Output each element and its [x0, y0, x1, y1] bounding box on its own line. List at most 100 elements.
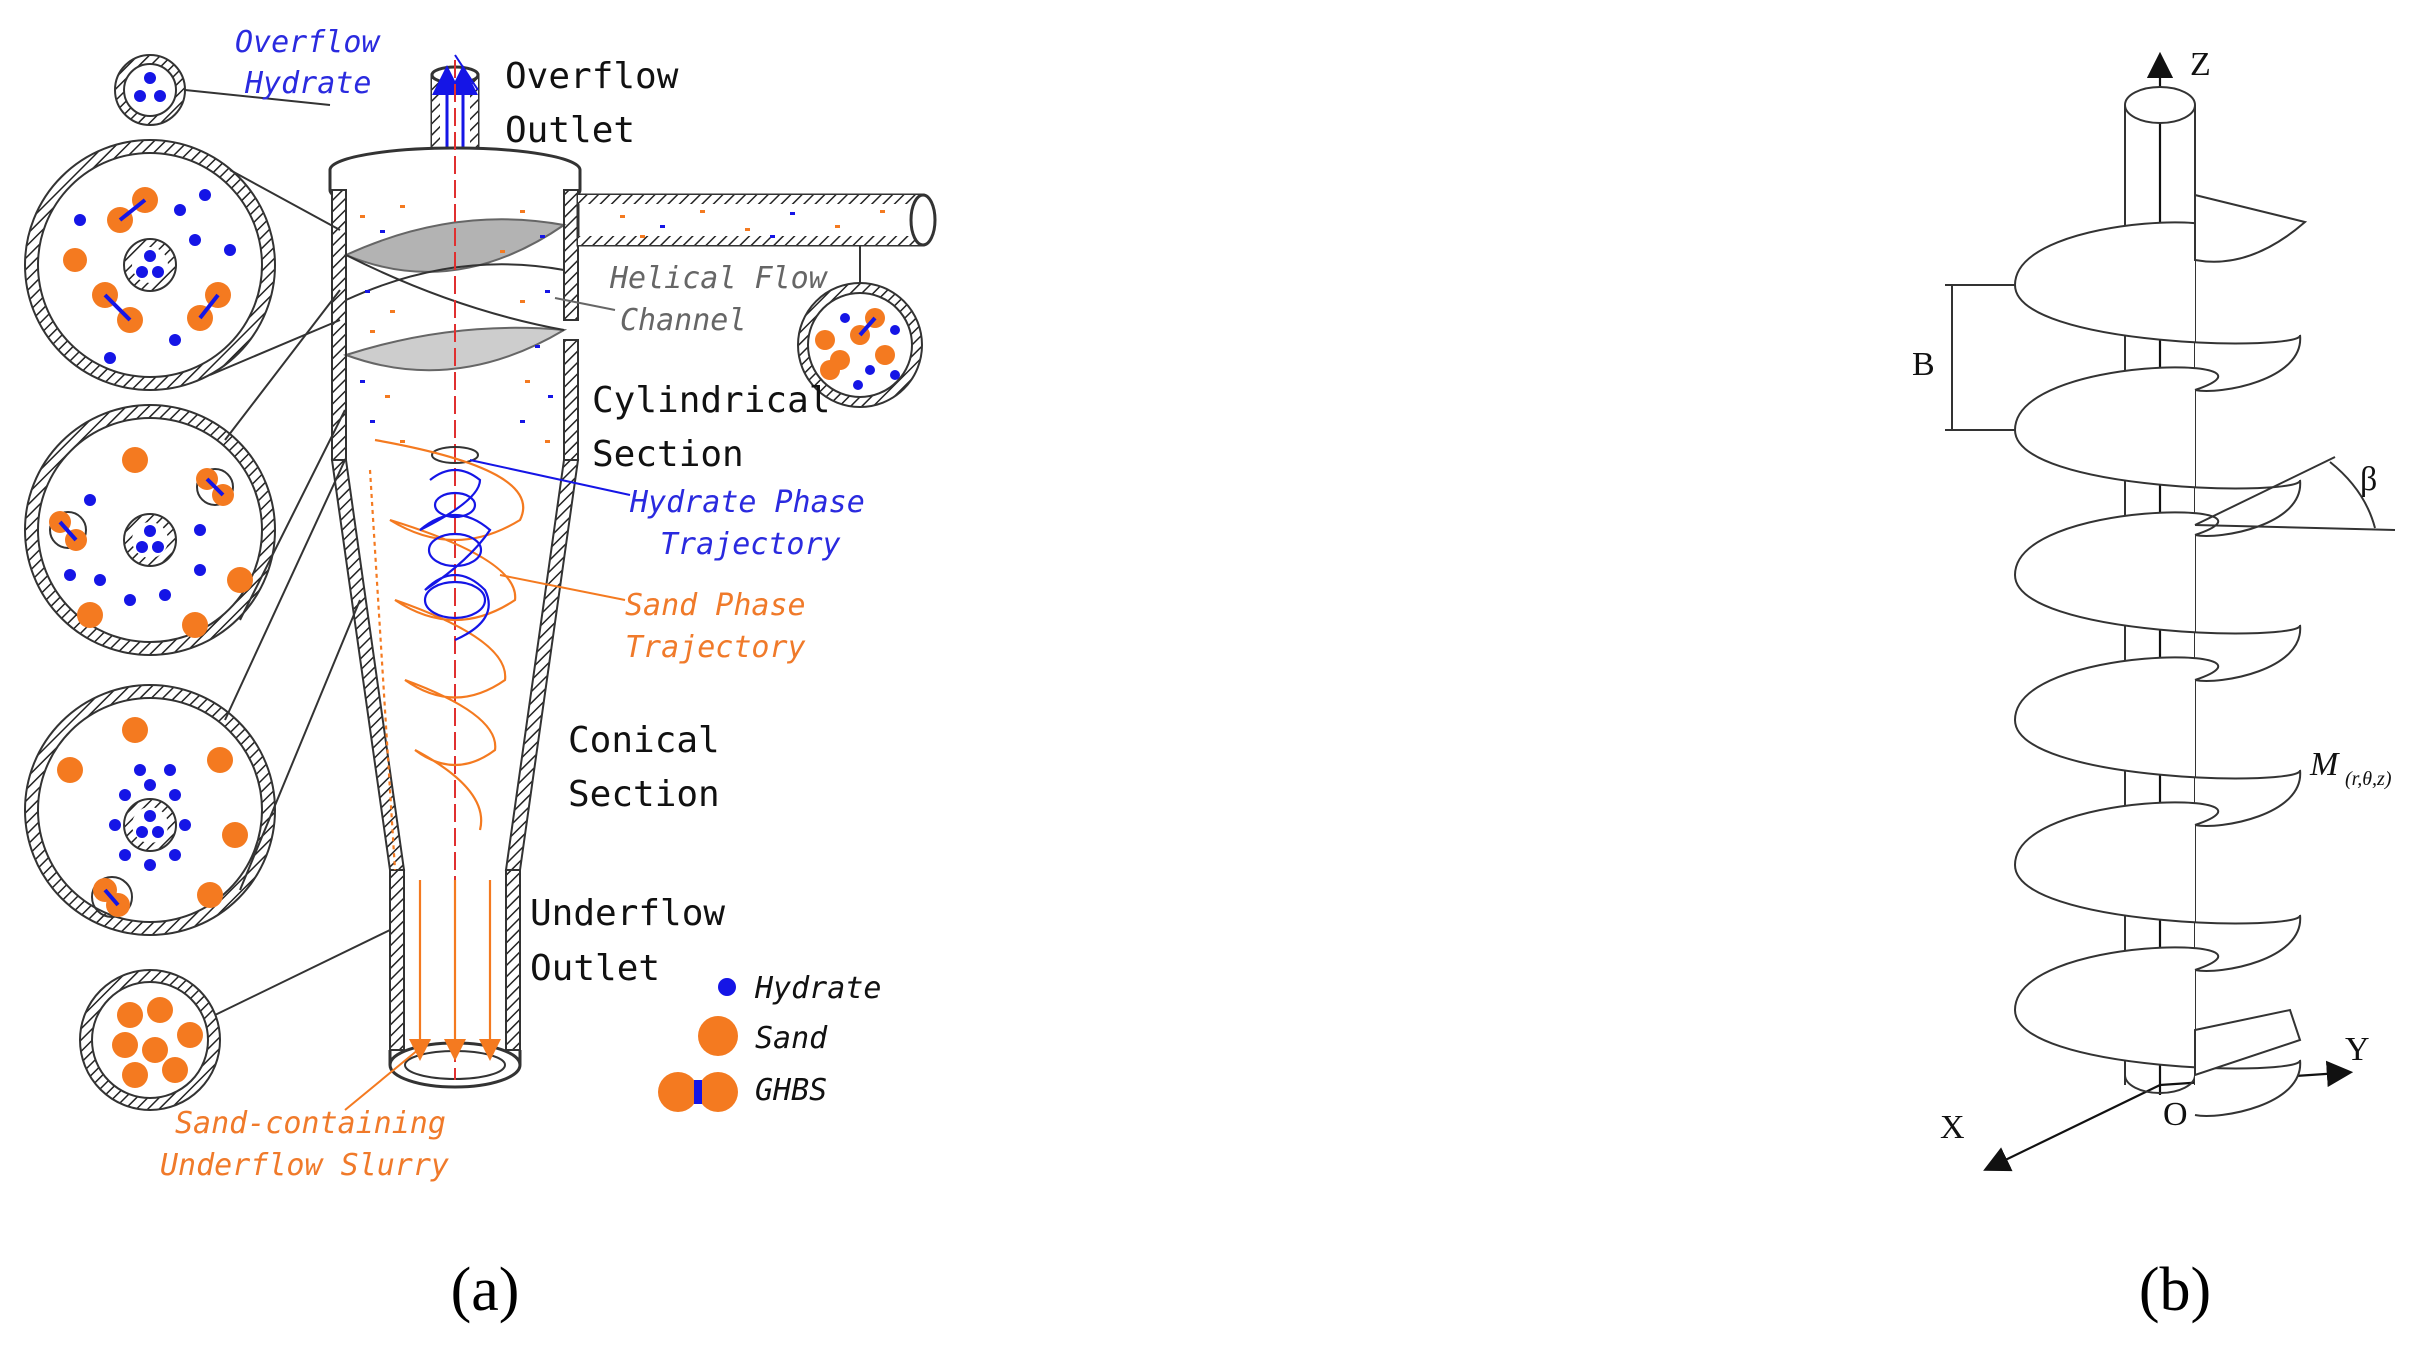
- detail-circle-3: [24, 459, 361, 936]
- svg-text:Section: Section: [592, 434, 744, 475]
- legend: Hydrate Sand GHBS: [658, 971, 881, 1112]
- label-overflow-hydrate: Overflow Hydrate: [235, 25, 381, 101]
- helical-blade: [2013, 656, 2302, 827]
- helical-blade-bottom: [2194, 1008, 2302, 1077]
- particle: [640, 235, 645, 238]
- label-sand-phase-trajectory: Sand Phase Trajectory: [625, 588, 806, 665]
- z-axis-label: Z: [2190, 46, 2211, 83]
- svg-text:Channel: Channel: [620, 303, 746, 338]
- particle: [520, 420, 525, 423]
- y-axis-label: Y: [2345, 1031, 2370, 1068]
- particle: [545, 440, 550, 443]
- particle: [700, 210, 705, 213]
- particle: [370, 330, 375, 333]
- particle: [360, 215, 365, 218]
- svg-text:Outlet: Outlet: [505, 110, 635, 151]
- svg-text:Underflow Slurry: Underflow Slurry: [160, 1148, 449, 1183]
- cylinder-particles: [360, 205, 885, 443]
- svg-text:Hydrate Phase: Hydrate Phase: [629, 485, 865, 520]
- angle-label: β: [2360, 461, 2377, 498]
- detail-circle-overflow: [114, 54, 331, 126]
- svg-text:Conical: Conical: [568, 720, 720, 761]
- legend-sand-marker: [698, 1016, 738, 1056]
- particle: [790, 212, 795, 215]
- particle: [520, 300, 525, 303]
- detail-circle-1: [24, 139, 341, 391]
- helical-blade: [2013, 946, 2302, 1117]
- particle: [660, 225, 665, 228]
- svg-text:Trajectory: Trajectory: [625, 630, 806, 665]
- caption-a: (a): [451, 1256, 520, 1324]
- point-label-m: M (r,θ,z): [2309, 746, 2392, 790]
- panel-b: B β M (r,θ,z) Z Y X O (b): [1912, 46, 2396, 1324]
- helical-blade: [2013, 366, 2302, 537]
- svg-text:Sand Phase: Sand Phase: [625, 588, 806, 623]
- panel-a: Overflow Hydrate Overflow Outlet Helical…: [24, 25, 937, 1324]
- origin-label: O: [2163, 1096, 2188, 1133]
- pitch-label: B: [1912, 346, 1935, 383]
- svg-text:Cylindrical: Cylindrical: [592, 380, 830, 421]
- helical-blade: [2013, 801, 2302, 972]
- particle: [400, 440, 405, 443]
- svg-text:Trajectory: Trajectory: [660, 527, 841, 562]
- svg-text:Section: Section: [568, 774, 720, 815]
- particle: [400, 205, 405, 208]
- particle: [880, 210, 885, 213]
- legend-ghbs-label: GHBS: [755, 1073, 827, 1108]
- x-axis: [1983, 1084, 2161, 1172]
- detail-circle-2: [24, 289, 346, 656]
- particle: [525, 380, 530, 383]
- label-underflow-outlet: Underflow Outlet: [530, 893, 725, 989]
- label-cylindrical-section: Cylindrical Section: [592, 380, 830, 475]
- particle: [745, 228, 750, 231]
- caption-b: (b): [2139, 1256, 2211, 1324]
- svg-text:Outlet: Outlet: [530, 948, 660, 989]
- legend-sand-label: Sand: [755, 1021, 828, 1056]
- detail-circle-inlet: [797, 245, 923, 408]
- label-conical-section: Conical Section: [568, 720, 720, 815]
- vortex-finder-end: [431, 446, 479, 464]
- leader-lines: [344, 297, 631, 1111]
- particle: [390, 310, 395, 313]
- label-helical-flow-channel: Helical Flow Channel: [609, 261, 829, 338]
- particle: [500, 250, 505, 253]
- svg-text:Overflow: Overflow: [235, 25, 381, 60]
- particle: [370, 420, 375, 423]
- particle: [545, 290, 550, 293]
- helical-blades: [2013, 193, 2308, 1117]
- particle: [548, 395, 553, 398]
- particle: [835, 225, 840, 228]
- legend-ghbs-marker: [658, 1072, 738, 1112]
- legend-hydrate-marker: [718, 978, 736, 996]
- pitch-dimension: B: [1912, 284, 2015, 431]
- particle: [620, 215, 625, 218]
- particle: [540, 235, 545, 238]
- detail-circle-4: [79, 929, 391, 1111]
- particle: [365, 290, 370, 293]
- legend-hydrate-label: Hydrate: [754, 971, 881, 1006]
- cone-body: [330, 459, 580, 871]
- particle: [770, 235, 775, 238]
- helical-blade: [2013, 221, 2302, 392]
- particle: [360, 380, 365, 383]
- particle: [380, 230, 385, 233]
- label-hydrate-phase-trajectory: Hydrate Phase Trajectory: [629, 485, 865, 562]
- particle: [385, 395, 390, 398]
- svg-text:Underflow: Underflow: [530, 893, 725, 934]
- hydrate-trajectory: [419, 468, 492, 642]
- particle: [520, 210, 525, 213]
- svg-text:M: M: [2309, 746, 2340, 783]
- svg-text:Helical Flow: Helical Flow: [609, 261, 829, 296]
- helical-blade-top: [2194, 193, 2308, 263]
- angle-dimension: β: [2194, 456, 2396, 531]
- label-underflow-slurry: Sand-containing Underflow Slurry: [160, 1106, 449, 1183]
- x-axis-label: X: [1940, 1109, 1965, 1146]
- svg-text:Hydrate: Hydrate: [244, 66, 371, 101]
- inlet-pipe: [576, 193, 937, 247]
- svg-text:Sand-containing: Sand-containing: [175, 1106, 446, 1141]
- label-overflow-outlet: Overflow Outlet: [505, 56, 679, 151]
- svg-text:Overflow: Overflow: [505, 56, 679, 97]
- svg-text:(r,θ,z): (r,θ,z): [2345, 768, 2392, 790]
- helical-blade: [2013, 511, 2302, 682]
